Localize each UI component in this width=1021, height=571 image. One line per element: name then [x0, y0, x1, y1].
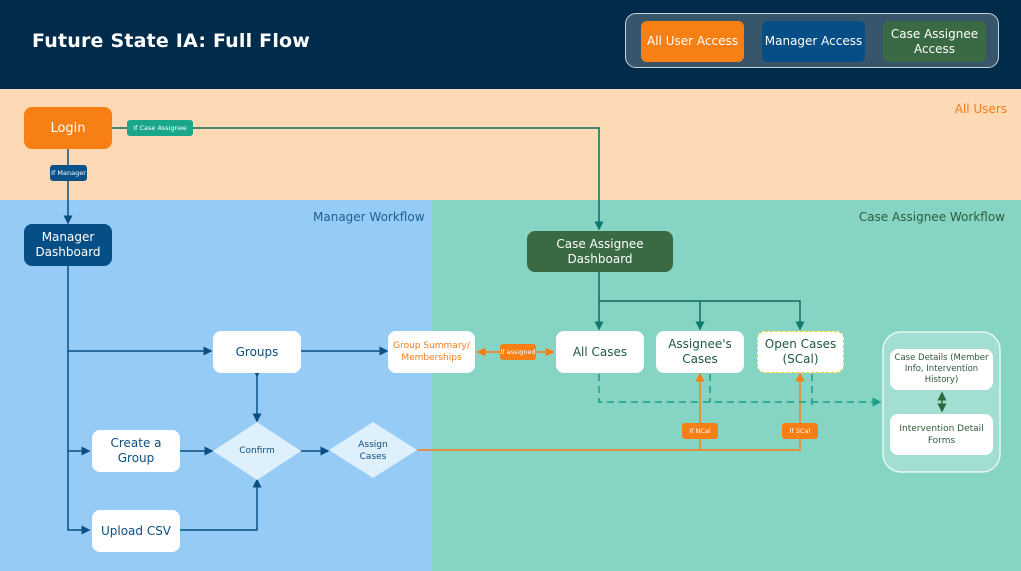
edge-ca-split	[599, 300, 805, 331]
intervention-forms-node[interactable]: Intervention Detail Forms	[890, 414, 993, 455]
manager-dashboard-node[interactable]: Manager Dashboard	[24, 224, 112, 266]
confirm-node[interactable]: Confirm	[239, 446, 275, 456]
edge-manager-trunk	[67, 266, 91, 535]
condition-if-ncal: If NCal	[682, 423, 718, 439]
open-cases-node[interactable]: Open Cases (SCal)	[757, 331, 844, 373]
legend-case-assignee-access: Case Assignee Access	[883, 21, 986, 62]
edge-csv-to-confirm	[180, 478, 262, 531]
condition-if-scal: If SCal	[782, 423, 818, 439]
legend-manager-access: Manager Access	[762, 21, 865, 62]
lane-label-case-assignee: Case Assignee Workflow	[858, 210, 1005, 224]
condition-if-manager: If Manager	[50, 165, 87, 181]
create-group-node[interactable]: Create a Group	[92, 430, 180, 472]
assignees-cases-node[interactable]: Assignee's Cases	[656, 331, 744, 373]
edge-dashed-to-details	[598, 374, 882, 407]
case-details-node[interactable]: Case Details (Member Info, Intervention …	[890, 349, 993, 390]
legend-all-user-access: All User Access	[641, 21, 744, 62]
all-cases-node[interactable]: All Cases	[556, 331, 644, 373]
lane-label-all-users: All Users	[954, 102, 1007, 116]
assign-cases-node[interactable]: Assign Cases	[358, 440, 388, 462]
confirm-diamond-shape	[213, 422, 301, 480]
page-title: Future State IA: Full Flow	[32, 30, 311, 52]
edge-login-to-ca-dashboard	[112, 127, 604, 231]
access-legend: All User Access Manager Access Case Assi…	[625, 13, 999, 68]
lane-all-users	[0, 89, 1021, 200]
group-summary-node[interactable]: Group Summary/ Memberships	[388, 331, 475, 373]
login-node[interactable]: Login	[24, 107, 112, 149]
lane-label-manager: Manager Workflow	[313, 210, 425, 224]
groups-node[interactable]: Groups	[213, 331, 301, 373]
upload-csv-node[interactable]: Upload CSV	[92, 510, 180, 552]
condition-if-case-assignee: If Case Assignee	[127, 120, 193, 136]
assign-diamond-shape	[329, 422, 417, 478]
case-assignee-dashboard-node[interactable]: Case Assignee Dashboard	[527, 231, 673, 272]
edge-assign-to-cases	[417, 372, 805, 451]
condition-if-assigned: If assigned	[500, 344, 536, 360]
